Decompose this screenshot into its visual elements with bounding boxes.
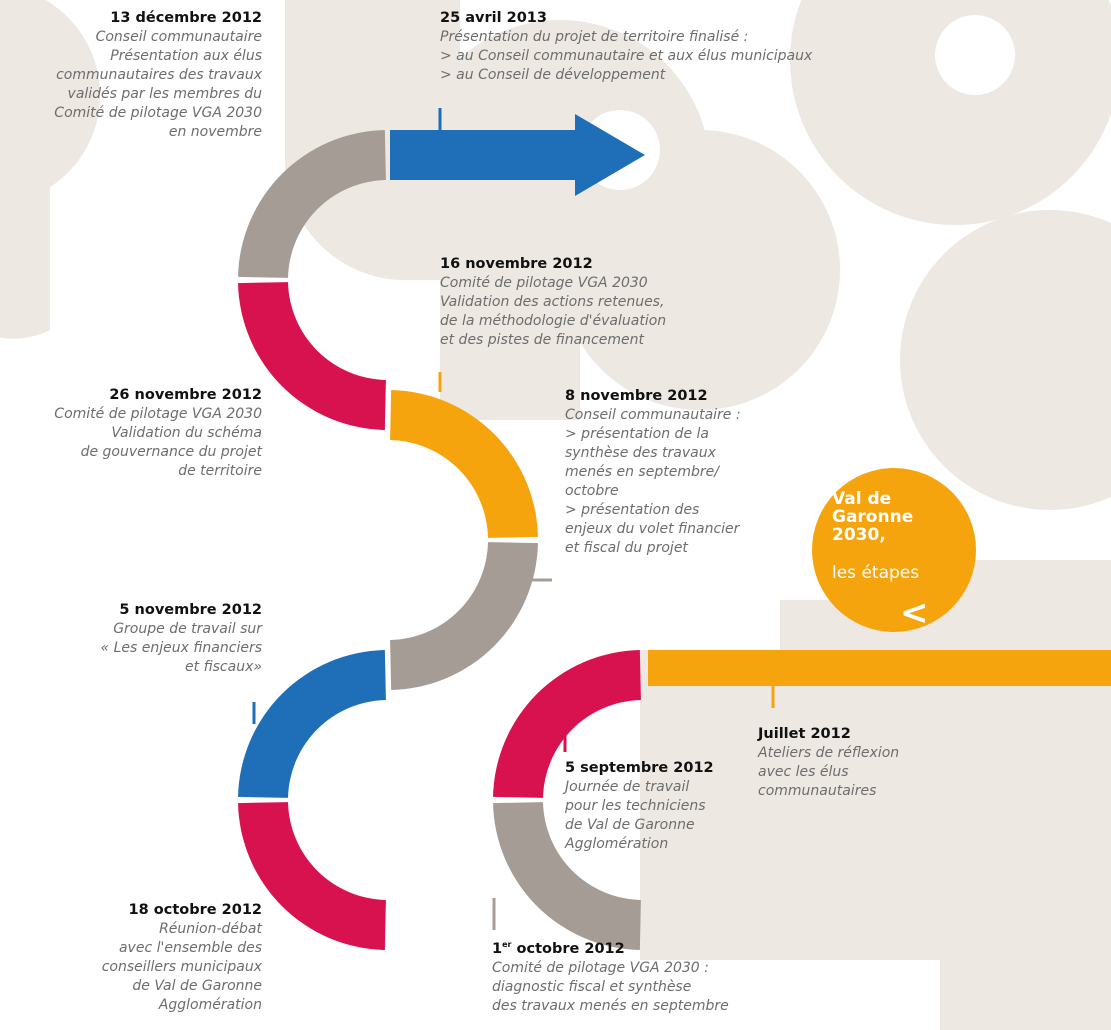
event-date: 5 novembre 2012 — [119, 602, 262, 618]
event-date: 8 novembre 2012 — [565, 388, 708, 404]
track-segment — [238, 802, 386, 950]
badge-subtitle: les étapes — [832, 563, 920, 583]
track-segment — [238, 282, 386, 430]
track-segment — [493, 650, 641, 798]
event-card: 8 novembre 2012 Conseil communautaire : … — [565, 386, 795, 558]
timeline-ticks — [252, 108, 775, 930]
event-date: 13 décembre 2012 — [110, 10, 262, 26]
track-segment — [390, 542, 538, 690]
event-card: 25 avril 2013 Présentation du projet de … — [440, 8, 900, 85]
event-card: 5 septembre 2012 Journée de travail pour… — [565, 758, 765, 854]
badge-title: Val de Garonne 2030, — [832, 489, 914, 545]
background-cutouts — [580, 15, 1015, 650]
timeline-track — [238, 114, 1111, 950]
track-segment — [390, 390, 538, 538]
event-date: Juillet 2012 — [758, 726, 851, 742]
track-segment — [238, 650, 386, 798]
track-segment — [390, 130, 580, 180]
event-card: Juillet 2012 Ateliers de réflexion avec … — [758, 724, 958, 801]
event-card: 5 novembre 2012 Groupe de travail sur « … — [0, 600, 262, 677]
track-segment — [493, 802, 641, 950]
event-date: 5 septembre 2012 — [565, 760, 714, 776]
event-card: 16 novembre 2012 Comité de pilotage VGA … — [440, 254, 740, 350]
track-segment — [648, 650, 1111, 686]
event-date: 26 novembre 2012 — [109, 387, 262, 403]
event-card: 18 octobre 2012 Réunion-débat avec l'ens… — [0, 900, 262, 1015]
arrow-right-icon — [575, 114, 645, 196]
event-card: 13 décembre 2012 Conseil communautaire P… — [0, 8, 262, 142]
title-badge: Val de Garonne 2030, les étapes < — [812, 468, 976, 632]
event-date: 16 novembre 2012 — [440, 256, 593, 272]
event-date: 18 octobre 2012 — [128, 902, 262, 918]
event-card: 26 novembre 2012 Comité de pilotage VGA … — [0, 385, 262, 481]
event-card: 1er octobre 2012 Comité de pilotage VGA … — [492, 935, 792, 1016]
event-date: 25 avril 2013 — [440, 10, 547, 26]
event-date: 1er octobre 2012 — [492, 940, 625, 957]
chevron-left-icon[interactable]: < — [900, 593, 929, 633]
track-segment — [238, 130, 386, 278]
